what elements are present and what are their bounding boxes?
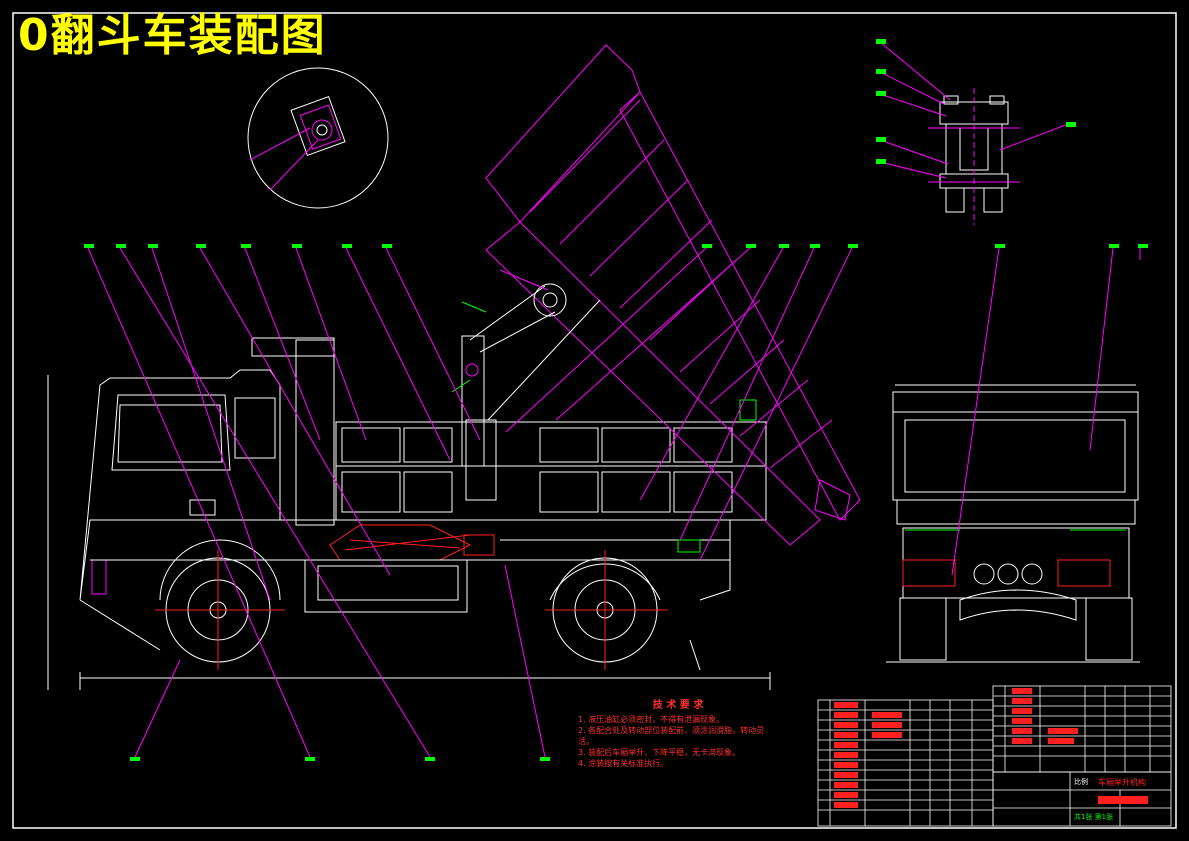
bom-red-entries — [834, 688, 1148, 808]
rear-view-truck — [886, 384, 1140, 663]
sheet-border — [12, 12, 1177, 829]
tech-requirement-line: 1. 液压油缸必须密封，不得有泄漏现象。 — [578, 715, 725, 724]
title-block-sheet: 共1张 第1张 — [1074, 813, 1114, 821]
leader-lines — [87, 247, 1141, 758]
side-view-truck — [47, 44, 861, 690]
tech-requirement-line: 2. 各配合处及转动部位装配前，须涂润滑脂，转动灵活。 — [578, 726, 765, 746]
title-block-scale: 比例 — [1074, 778, 1088, 786]
drawing-title: 0翻斗车装配图 — [18, 10, 327, 61]
tech-requirements-heading: 技 术 要 求 — [652, 700, 704, 711]
detail-view-circle — [247, 67, 389, 209]
section-detail — [876, 39, 1076, 225]
title-block-name: 车厢举升机构 — [1098, 778, 1146, 787]
technical-requirements: 技 术 要 求 1. 液压油缸必须密封，不得有泄漏现象。 2. 各配合处及转动部… — [578, 700, 778, 769]
balloon-tags — [84, 244, 1148, 761]
bill-of-materials — [817, 685, 1172, 827]
tech-requirement-line: 4. 涂装按有关标准执行。 — [578, 759, 669, 768]
tech-requirement-line: 3. 装配后车厢举升、下降平稳，无卡滞现象。 — [578, 748, 741, 757]
